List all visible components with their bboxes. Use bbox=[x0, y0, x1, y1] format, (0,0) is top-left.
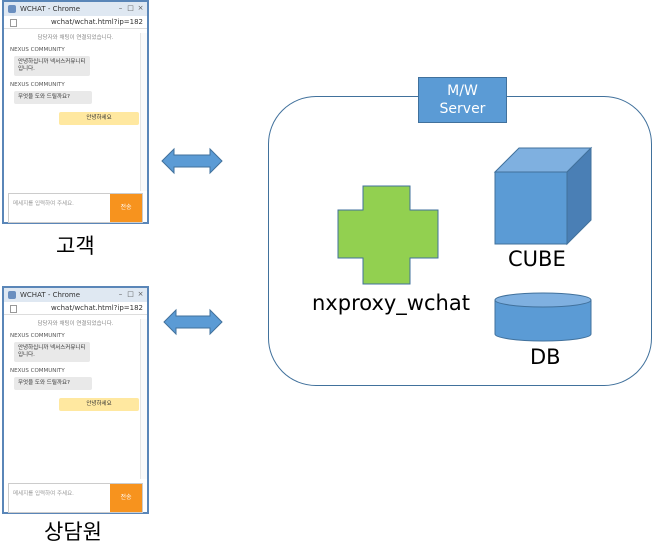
db-cylinder-icon bbox=[494, 292, 592, 342]
message-bubble: 안녕하십니까 넥서스커뮤니티 입니다. bbox=[14, 56, 90, 76]
minimize-icon[interactable]: – bbox=[118, 290, 123, 298]
chrome-icon bbox=[8, 291, 16, 299]
maximize-icon[interactable]: □ bbox=[127, 290, 134, 298]
mw-server-label-line1: M/W bbox=[447, 83, 478, 99]
maximize-icon[interactable]: □ bbox=[127, 4, 134, 12]
customer-chat-window: WCHAT - Chrome – □ × wchat/wchat.html?ip… bbox=[2, 0, 149, 224]
minimize-icon[interactable]: – bbox=[118, 4, 123, 12]
db-label: DB bbox=[530, 345, 561, 369]
reply-bubble: 안녕하세요 bbox=[59, 398, 139, 411]
agent-chat-window: WCHAT - Chrome – □ × wchat/wchat.html?ip… bbox=[2, 286, 149, 514]
address-text: wchat/wchat.html?ip=182 bbox=[51, 304, 143, 312]
address-text: wchat/wchat.html?ip=182 bbox=[51, 18, 143, 26]
connection-notice: 담당자와 채팅이 연결되었습니다. bbox=[37, 321, 114, 327]
scrollbar[interactable] bbox=[140, 33, 147, 191]
message-sender: NEXUS COMMUNITY bbox=[10, 82, 65, 88]
page-icon bbox=[10, 19, 17, 27]
window-titlebar: WCHAT - Chrome – □ × bbox=[4, 288, 147, 302]
input-placeholder: 메세지를 입력하여 주세요. bbox=[13, 491, 74, 497]
message-input[interactable]: 메세지를 입력하여 주세요. 전송 bbox=[8, 193, 143, 223]
chat-body: 담당자와 채팅이 연결되었습니다. NEXUS COMMUNITY 안녕하십니까… bbox=[4, 319, 147, 517]
message-sender: NEXUS COMMUNITY bbox=[10, 47, 65, 53]
window-titlebar: WCHAT - Chrome – □ × bbox=[4, 2, 147, 16]
agent-server-arrow bbox=[163, 308, 223, 336]
mw-server-label: M/W Server bbox=[418, 77, 507, 123]
message-input[interactable]: 메세지를 입력하여 주세요. 전송 bbox=[8, 483, 143, 513]
address-bar[interactable]: wchat/wchat.html?ip=182 bbox=[4, 16, 147, 29]
close-icon[interactable]: × bbox=[137, 290, 144, 298]
proxy-cross-icon bbox=[337, 185, 439, 285]
message-bubble: 무엇을 도와 드릴까요? bbox=[14, 91, 92, 104]
cube-label: CUBE bbox=[508, 247, 566, 271]
message-bubble: 무엇을 도와 드릴까요? bbox=[14, 377, 92, 390]
send-button[interactable]: 전송 bbox=[110, 484, 142, 512]
address-bar[interactable]: wchat/wchat.html?ip=182 bbox=[4, 302, 147, 315]
customer-caption: 고객 bbox=[56, 234, 95, 258]
mw-server-boundary bbox=[268, 96, 652, 386]
page-icon bbox=[10, 305, 17, 313]
cube-icon bbox=[493, 146, 593, 246]
reply-bubble: 안녕하세요 bbox=[59, 112, 139, 125]
scrollbar[interactable] bbox=[140, 319, 147, 479]
send-button[interactable]: 전송 bbox=[110, 194, 142, 222]
close-icon[interactable]: × bbox=[137, 4, 144, 12]
window-title: WCHAT - Chrome bbox=[20, 291, 81, 299]
chat-body: 담당자와 채팅이 연결되었습니다. NEXUS COMMUNITY 안녕하십니까… bbox=[4, 33, 147, 227]
window-title: WCHAT - Chrome bbox=[20, 5, 81, 13]
proxy-label: nxproxy_wchat bbox=[312, 291, 470, 315]
chrome-icon bbox=[8, 5, 16, 13]
customer-server-arrow bbox=[161, 147, 223, 175]
message-sender: NEXUS COMMUNITY bbox=[10, 333, 65, 339]
mw-server-label-line2: Server bbox=[439, 101, 486, 117]
input-placeholder: 메세지를 입력하여 주세요. bbox=[13, 201, 74, 207]
agent-caption: 상담원 bbox=[44, 520, 102, 544]
message-sender: NEXUS COMMUNITY bbox=[10, 368, 65, 374]
message-bubble: 안녕하십니까 넥서스커뮤니티 입니다. bbox=[14, 342, 90, 362]
connection-notice: 담당자와 채팅이 연결되었습니다. bbox=[37, 35, 114, 41]
